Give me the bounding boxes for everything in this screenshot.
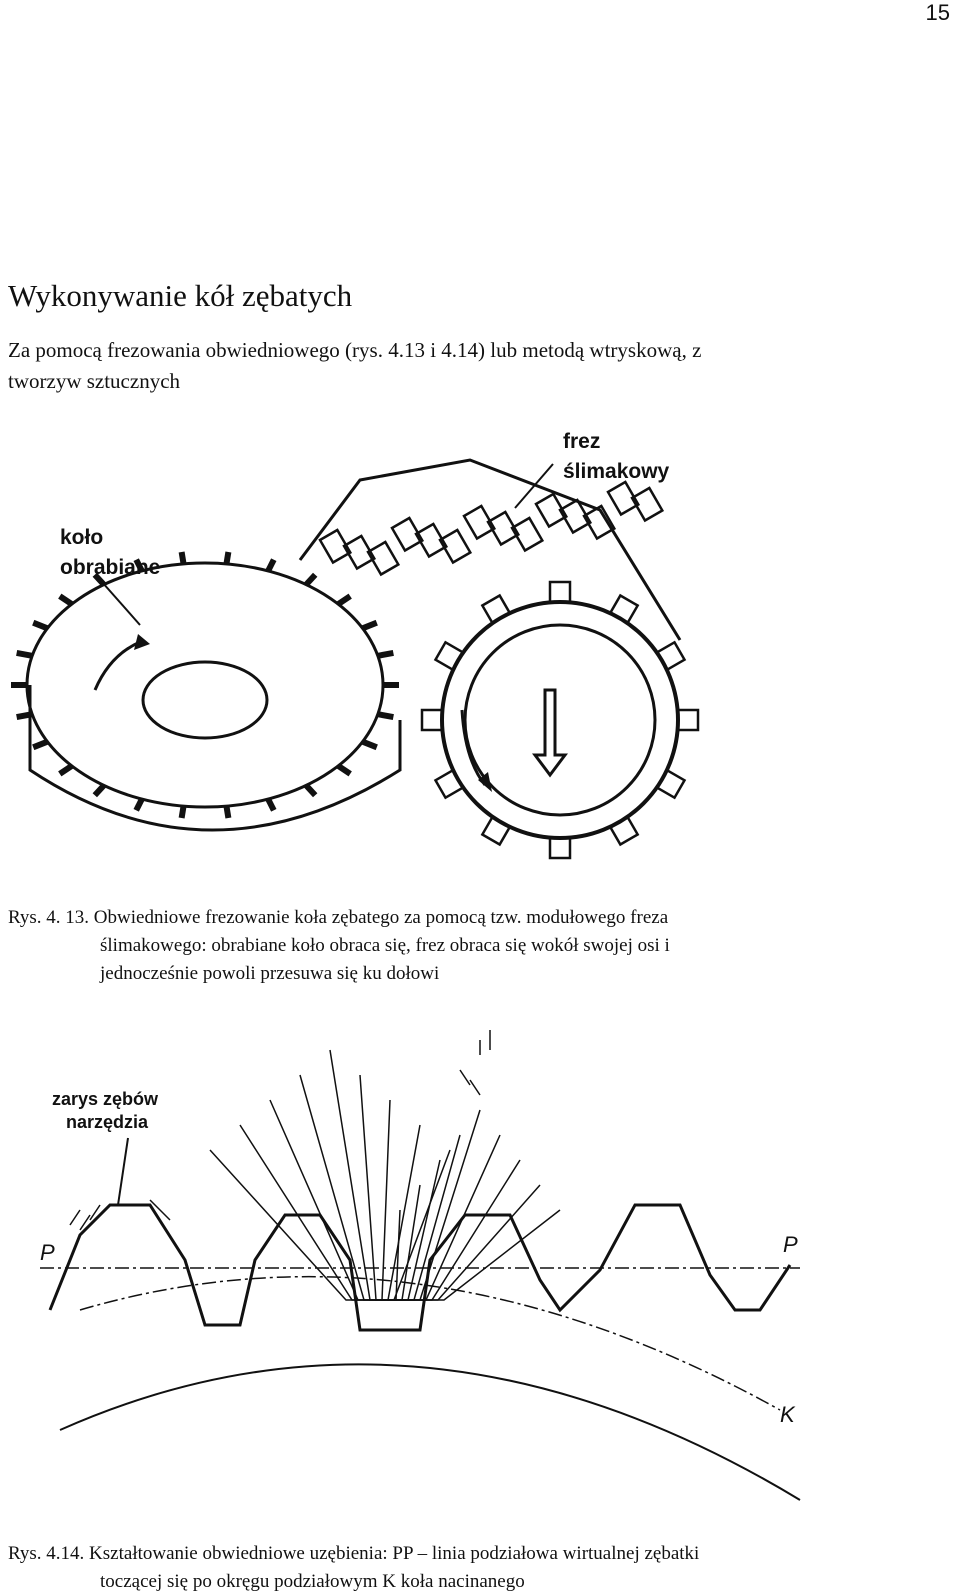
rack-tool-profile xyxy=(48,1203,792,1332)
root-circle xyxy=(59,1363,801,1501)
figure-2-caption: Rys. 4.14. Kształtowanie obwiedniowe uzę… xyxy=(8,1540,958,1596)
hob-tooth xyxy=(318,528,353,565)
gear-tooth xyxy=(178,551,187,565)
gear-tooth xyxy=(58,593,74,607)
gear-arrow-head xyxy=(134,634,150,650)
label-tool-line1: zarys zębów xyxy=(52,1089,159,1109)
feed-arrow-icon xyxy=(532,688,568,778)
pitch-circle-k xyxy=(79,1275,781,1411)
hob-face-outer xyxy=(440,600,680,840)
gear-tooth xyxy=(58,763,74,777)
label-cutter-line2: ślimakowy xyxy=(563,460,670,483)
label-tool-line2: narzędzia xyxy=(66,1112,149,1132)
envelope-line xyxy=(392,1149,561,1301)
gear-tooth xyxy=(223,551,232,565)
label-p-left: P xyxy=(40,1240,55,1265)
hob-arrow-head xyxy=(478,772,492,792)
workpiece-gear xyxy=(11,551,402,832)
label-cutter-line1: frez xyxy=(563,430,600,453)
hob-tooth xyxy=(558,498,593,535)
hob-tooth xyxy=(630,486,665,523)
gear-tooth xyxy=(377,711,394,721)
fig2-caption-line1: Rys. 4.14. Kształtowanie obwiedniowe uzę… xyxy=(8,1543,700,1564)
hob-tooth xyxy=(606,480,641,517)
hob-tooth xyxy=(462,504,497,541)
hob-face-tooth xyxy=(548,580,572,604)
fig1-caption-line1: Rys. 4. 13. Obwiedniowe frezowanie koła … xyxy=(8,907,669,928)
fig2-caption-line2: toczącej się po okręgu podziałowym K koł… xyxy=(100,1571,525,1592)
hob-cutter xyxy=(298,458,700,860)
gear-tooth xyxy=(32,619,49,632)
tool-hatching xyxy=(69,1030,491,1231)
gear-tooth xyxy=(92,783,107,798)
gear-tooth xyxy=(32,738,49,751)
gear-tooth xyxy=(377,649,394,659)
hob-tooth xyxy=(510,516,545,553)
figure-1-caption: Rys. 4. 13. Obwiedniowe frezowanie koła … xyxy=(8,904,958,988)
gear-body xyxy=(25,561,385,809)
label-wheel-line1: koło xyxy=(60,526,103,549)
gear-tooth xyxy=(265,797,277,812)
envelope-line xyxy=(387,1124,541,1301)
page-number: 15 xyxy=(925,0,950,25)
gear-tooth xyxy=(361,619,378,632)
figure-hobbing: frez ślimakowy koło obrabiane xyxy=(11,430,700,860)
gear-tooth xyxy=(133,797,145,812)
hob-face-tooth xyxy=(676,708,700,732)
gear-rotation-arrow xyxy=(93,640,141,691)
gear-bore xyxy=(141,660,269,740)
gear-tooth xyxy=(16,649,33,659)
label-k: K xyxy=(780,1402,796,1427)
fig1-caption-line3: jednocześnie powoli przesuwa się ku doło… xyxy=(100,963,440,984)
gear-tooth xyxy=(361,738,378,751)
hob-tooth xyxy=(342,534,377,571)
gear-tooth xyxy=(133,558,145,573)
gear-rim xyxy=(28,685,402,832)
section-heading: Wykonywanie kół zębatych xyxy=(8,278,353,313)
figure-generation: zarys zębów narzędzia P P K xyxy=(40,1030,801,1501)
hob-tooth xyxy=(390,516,425,553)
leader-wheel xyxy=(101,581,141,626)
hob-face-tooth xyxy=(548,836,572,860)
hob-top-profile xyxy=(298,458,682,641)
gear-tooth xyxy=(303,572,318,587)
leader-tool xyxy=(117,1137,129,1206)
hob-face-inner xyxy=(463,623,657,817)
gear-tooth xyxy=(303,783,318,798)
intro-line-2: tworzyw sztucznych xyxy=(8,369,181,393)
gear-tooth xyxy=(92,572,107,587)
fig1-caption-line2: ślimakowego: obrabiane koło obraca się, … xyxy=(100,935,670,956)
hob-tooth xyxy=(582,504,617,541)
hob-tooth xyxy=(438,528,473,565)
gear-tooth xyxy=(223,805,232,819)
label-wheel-line2: obrabiane xyxy=(60,556,160,579)
gear-tooth xyxy=(265,558,277,573)
envelope-line xyxy=(329,1049,481,1301)
gear-tooth xyxy=(336,763,352,777)
intro-line-1: Za pomocą frezowania obwiedniowego (rys.… xyxy=(8,338,702,362)
hob-tooth xyxy=(534,492,569,529)
gear-tooth xyxy=(336,593,352,607)
hob-tooth xyxy=(486,510,521,547)
label-p-right: P xyxy=(783,1232,798,1257)
hob-tooth xyxy=(366,540,401,577)
gear-tooth xyxy=(178,805,187,819)
envelope-line xyxy=(209,1149,401,1301)
envelope-lines xyxy=(209,1049,561,1301)
intro-paragraph: Za pomocą frezowania obwiedniowego (rys.… xyxy=(8,335,958,397)
hob-face-tooth xyxy=(420,708,444,732)
hob-tooth xyxy=(414,522,449,559)
gear-teeth xyxy=(11,551,399,819)
